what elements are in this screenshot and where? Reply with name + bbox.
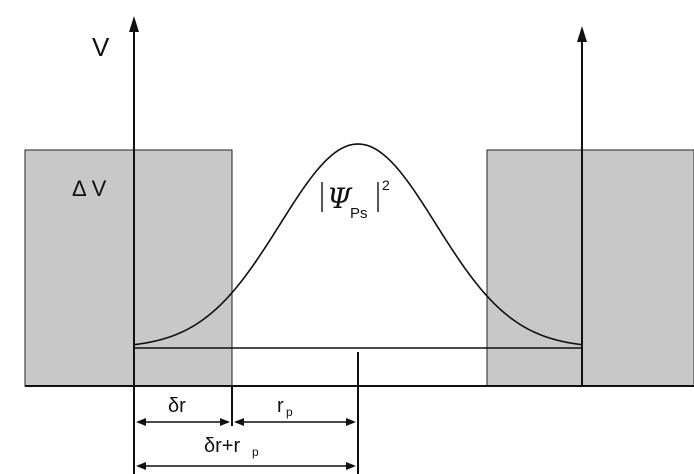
potential-axis-label: V: [92, 32, 110, 62]
right-barrier: [486, 149, 694, 387]
psi-squared-curve: [133, 143, 583, 346]
sum-label-sub: p: [252, 445, 259, 459]
barrier-height-label: Δ V: [72, 176, 107, 201]
rp-arrow-right: [346, 418, 356, 426]
left-axis-arrowhead: [129, 16, 139, 32]
psi-subscript: Ps: [350, 205, 368, 222]
left-barrier: [24, 149, 233, 387]
delta-r-label: δr: [168, 395, 186, 417]
rp-label-main: r: [277, 395, 284, 417]
rp-label-sub: p: [286, 405, 293, 419]
rp-arrow-left: [234, 418, 244, 426]
delta-r-arrow-right: [220, 418, 230, 426]
psi-symbol: Ψ: [327, 182, 353, 215]
delta-r-arrow-left: [136, 418, 146, 426]
sum-label: δr+r p: [204, 435, 259, 459]
rp-label: r p: [277, 395, 293, 419]
psi-exponent: 2: [382, 177, 390, 193]
sum-label-main: δr+r: [204, 435, 240, 457]
sum-arrow-left: [136, 462, 146, 470]
psi-squared-label: Ψ Ps 2: [321, 177, 390, 222]
right-axis-arrowhead: [577, 26, 587, 42]
sum-arrow-right: [346, 462, 356, 470]
